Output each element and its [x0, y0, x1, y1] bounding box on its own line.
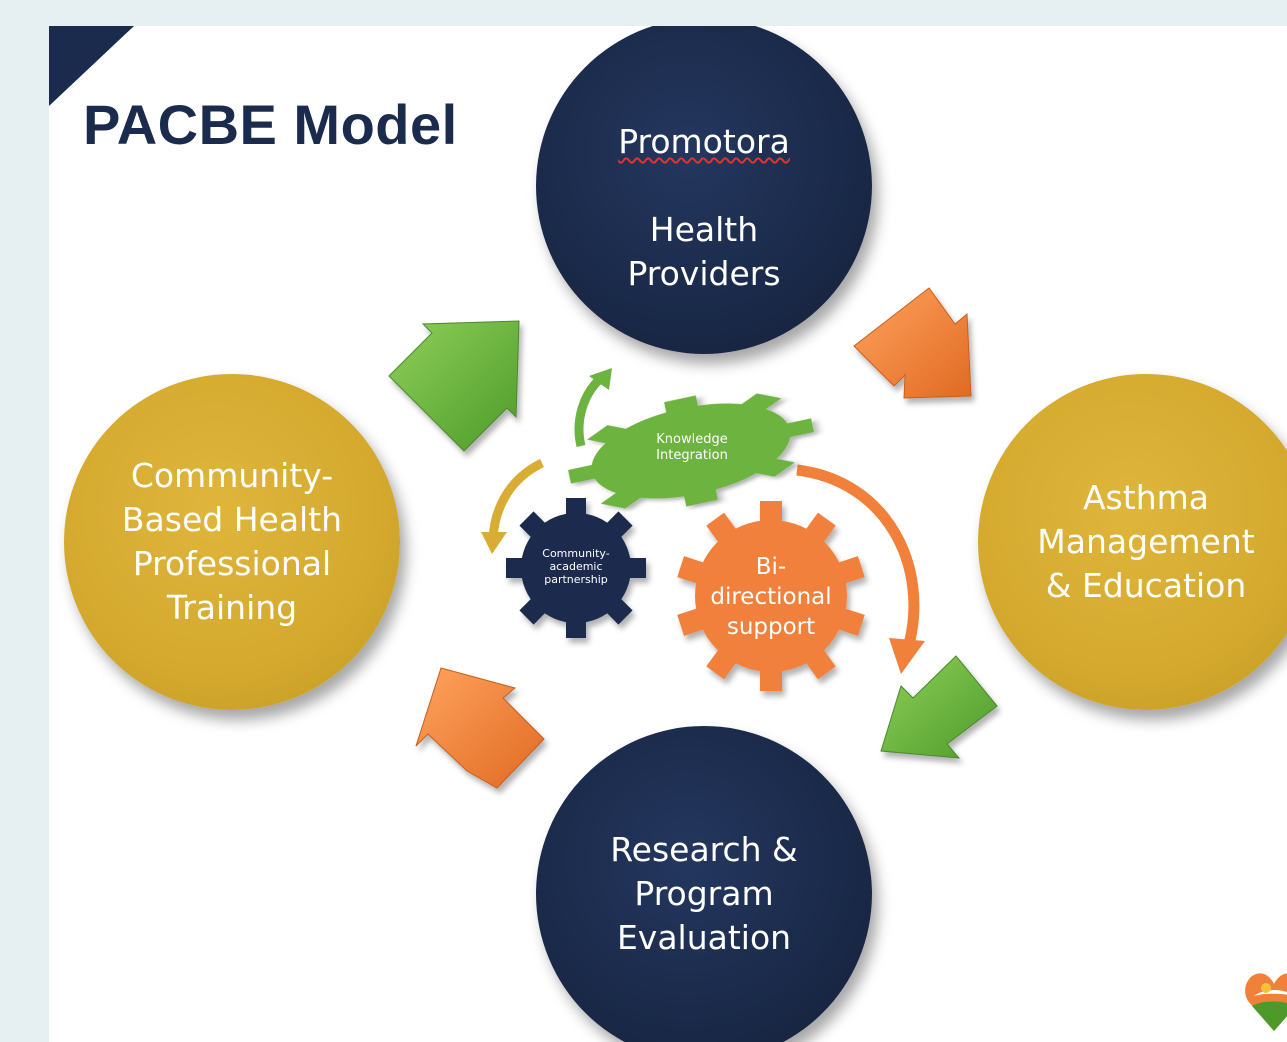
corner-accent	[49, 26, 134, 106]
diagram-graphics	[388, 287, 998, 789]
curved-arrow-orange	[796, 464, 925, 674]
arrow-orange-downright	[853, 287, 972, 399]
gear-community-academic-partnership	[506, 498, 646, 638]
gear-label-knowledge: Knowledge Integration	[656, 432, 728, 463]
heart-logo-icon	[1245, 973, 1287, 1031]
arrow-green-upright	[388, 320, 520, 452]
curved-arrow-gold	[481, 458, 545, 554]
slide-title: PACBE Model	[83, 93, 458, 156]
arrow-orange-upleft	[415, 667, 545, 789]
circle-bottom-label: Research & Program Evaluation	[610, 830, 798, 957]
gear-label-support: Bi- directional support	[710, 554, 832, 640]
gear-bidirectional-support	[677, 501, 865, 691]
circle-top-line2: Health Providers	[627, 210, 781, 293]
circle-asthma-management-education: Asthma Management & Education	[978, 374, 1287, 710]
slide: PACBE Model	[49, 26, 1287, 1042]
circle-research-program-evaluation: Research & Program Evaluation	[536, 726, 872, 1042]
curved-arrow-green	[574, 368, 612, 448]
gear-label-partnership: Community- academic partnership	[542, 547, 610, 586]
circle-community-health-training: Community- Based Health Professional Tra…	[64, 374, 400, 710]
circle-top-line1: Promotora	[618, 122, 790, 161]
circle-promotora-health-providers: Promotora Health Providers	[536, 26, 872, 354]
gear-knowledge-integration	[568, 393, 814, 509]
circle-right-label: Asthma Management & Education	[1037, 478, 1255, 605]
arrow-green-downleft	[880, 655, 998, 759]
circle-left-label: Community- Based Health Professional Tra…	[121, 456, 343, 627]
